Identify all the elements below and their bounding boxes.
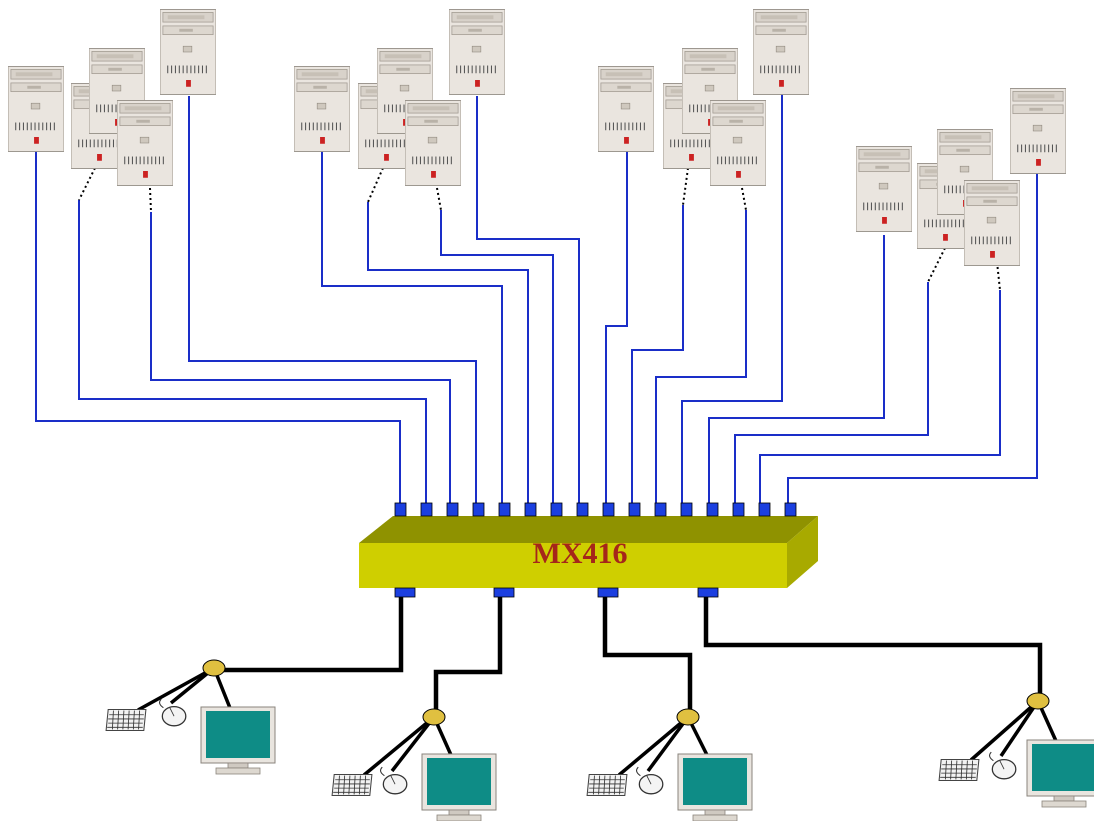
console-port (394, 587, 416, 598)
computer-icon (964, 179, 1020, 267)
computer-icon (1010, 87, 1066, 175)
server-cable (150, 212, 451, 503)
input-port (446, 502, 459, 517)
keyboard-icon (105, 708, 147, 732)
input-port (628, 502, 641, 517)
console-station (331, 708, 497, 821)
server-cables (35, 90, 1038, 503)
server-cable (631, 205, 684, 503)
input-port (706, 502, 719, 517)
server-cable (759, 290, 1001, 503)
input-port (602, 502, 615, 517)
dotted-lead (682, 167, 689, 206)
console-cable (433, 596, 503, 716)
cable-split-node (422, 708, 446, 726)
input-port (576, 502, 589, 517)
server-cable (440, 210, 554, 503)
dotted-lead (741, 187, 747, 211)
console-port (697, 587, 719, 598)
console-stations (105, 659, 1094, 821)
input-port (550, 502, 563, 517)
mx416-switch: MX416 (359, 516, 818, 588)
computer-icon (598, 65, 654, 153)
server-cable (708, 235, 885, 503)
computer-icon (710, 99, 766, 187)
server-cable (321, 150, 503, 503)
console-cables (218, 596, 1043, 716)
dotted-lead (149, 187, 152, 213)
input-port (472, 502, 485, 517)
dotted-lead (436, 187, 442, 211)
dotted-lead (78, 167, 96, 201)
console-cable (602, 596, 693, 716)
monitor-icon (1026, 739, 1094, 808)
computer-icon (405, 99, 461, 187)
server-cable (681, 90, 783, 503)
switch-front-face (359, 543, 787, 588)
console-cable (703, 596, 1043, 700)
computer-icon (294, 65, 350, 153)
console-station (938, 692, 1094, 808)
input-ports (394, 502, 797, 517)
computer-icon (449, 8, 505, 96)
computer-icon (753, 8, 809, 96)
input-port (420, 502, 433, 517)
cable-split-node (676, 708, 700, 726)
computer-icon (856, 145, 912, 233)
input-port (394, 502, 407, 517)
server-cable (78, 200, 427, 503)
input-port (654, 502, 667, 517)
console-ports (394, 587, 719, 598)
console-station (586, 708, 753, 821)
input-port (784, 502, 797, 517)
console-station (105, 659, 276, 775)
computer-icon (8, 65, 64, 153)
input-port (758, 502, 771, 517)
input-port (732, 502, 745, 517)
computer-groups (8, 8, 1066, 267)
dotted-lead (367, 167, 384, 203)
console-port (493, 587, 515, 598)
server-cable (787, 172, 1038, 503)
computer-icon (117, 99, 173, 187)
server-cable (188, 96, 477, 503)
server-cable (734, 282, 929, 503)
server-cable (605, 150, 628, 503)
server-cable (367, 202, 529, 503)
switch-top-face (359, 516, 818, 543)
dotted-lead (927, 247, 946, 283)
monitor-icon (677, 753, 753, 821)
console-cable (218, 596, 404, 673)
keyboard-icon (331, 773, 373, 797)
dotted-leads (78, 167, 1001, 291)
input-port (680, 502, 693, 517)
server-cable (476, 96, 580, 503)
dotted-lead (996, 261, 1001, 291)
monitor-icon (421, 753, 497, 821)
console-port (597, 587, 619, 598)
input-port (498, 502, 511, 517)
cable-split-node (202, 659, 226, 677)
input-port (524, 502, 537, 517)
keyboard-icon (938, 758, 980, 782)
computer-icon (160, 8, 216, 96)
monitor-icon (200, 706, 276, 775)
switch-side-face (787, 516, 818, 588)
server-cable (655, 210, 747, 503)
keyboard-icon (586, 773, 628, 797)
server-cable (35, 150, 401, 503)
switch-label: MX416 (533, 537, 628, 570)
cable-split-node (1026, 692, 1050, 710)
